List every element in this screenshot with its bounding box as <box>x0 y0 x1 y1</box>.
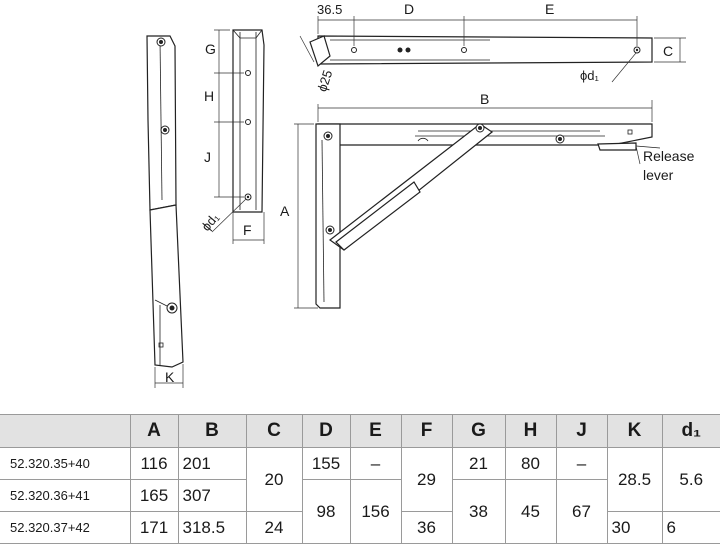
header-j: J <box>555 414 607 448</box>
header-model <box>0 414 130 448</box>
cell-f: 29 <box>400 447 452 512</box>
release-lever-line-1: Release <box>643 148 695 164</box>
cell-e: – <box>349 447 401 480</box>
header-a: A <box>129 414 178 448</box>
dim-label-phi-d1-top: ϕd₁ <box>580 68 600 83</box>
dim-label-j: J <box>204 149 211 165</box>
dim-label-k: K <box>165 369 175 385</box>
dim-label-offset: 36.5 <box>317 2 342 17</box>
cell-a: 171 <box>129 511 178 544</box>
header-c: C <box>245 414 302 448</box>
cell-d1: 5.6 <box>661 447 720 512</box>
table-row: 52.320.37+42 171 318.5 24 36 30 6 <box>0 511 720 544</box>
dim-label-phi25: ϕ25 <box>314 68 335 93</box>
dim-label-g: G <box>205 41 216 57</box>
dim-label-h: H <box>204 88 214 104</box>
header-g: G <box>451 414 505 448</box>
table-row: 52.320.36+41 165 307 98 156 38 45 67 <box>0 479 720 544</box>
header-k: K <box>606 414 662 448</box>
cell-k: 28.5 <box>606 447 662 512</box>
technical-drawing: K G H J ϕd₁ F 36.5 D <box>146 1 695 388</box>
cell-e: 156 <box>349 479 401 544</box>
cell-c: 20 <box>245 447 302 512</box>
dim-label-a: A <box>280 203 290 219</box>
cell-a: 116 <box>129 447 178 480</box>
header-d: D <box>301 414 350 448</box>
cell-f: 36 <box>400 511 452 544</box>
dim-label-b: B <box>480 91 489 107</box>
cell-a: 165 <box>129 479 178 512</box>
cell-model: 52.320.36+41 <box>0 479 130 512</box>
cell-h: 80 <box>504 447 556 480</box>
dim-label-c: C <box>663 43 673 59</box>
cell-c: 24 <box>245 511 302 544</box>
dim-label-phi-d1-side: ϕd₁ <box>198 209 222 234</box>
cell-model: 52.320.37+42 <box>0 511 130 544</box>
cell-d: 98 <box>301 479 350 544</box>
header-e: E <box>349 414 401 448</box>
top-view: 36.5 D E C ϕ25 ϕd₁ <box>299 1 686 93</box>
cell-k: 30 <box>606 511 662 544</box>
cell-model: 52.320.35+40 <box>0 447 130 480</box>
dim-label-f: F <box>243 222 252 238</box>
front-view: G H J ϕd₁ F <box>198 29 265 244</box>
cell-b: 307 <box>177 479 246 512</box>
cell-b: 201 <box>177 447 246 480</box>
dim-label-e: E <box>545 1 554 17</box>
dim-label-d: D <box>404 1 414 17</box>
header-f: F <box>400 414 452 448</box>
table-header-row: A B C D E F G H J K d₁ <box>0 414 720 448</box>
cell-d: 155 <box>301 447 350 480</box>
cell-g: 21 <box>451 447 505 480</box>
cell-b: 318.5 <box>177 511 246 544</box>
folded-side-view: K <box>146 35 184 388</box>
cell-h: 45 <box>504 479 556 544</box>
open-bracket-view: B A Release lever <box>280 91 695 309</box>
cell-g: 38 <box>451 479 505 544</box>
header-d1: d₁ <box>661 414 720 448</box>
cell-j: – <box>555 447 607 480</box>
cell-d1: 6 <box>661 511 720 544</box>
dimension-table: A B C D E F G H J K d₁ 52.320.35+40 116 … <box>0 414 720 544</box>
cell-j: 67 <box>555 479 607 544</box>
header-b: B <box>177 414 246 448</box>
header-h: H <box>504 414 556 448</box>
release-lever-line-2: lever <box>643 167 674 183</box>
table-row: 52.320.35+40 116 201 20 155 – 29 21 80 –… <box>0 447 720 512</box>
